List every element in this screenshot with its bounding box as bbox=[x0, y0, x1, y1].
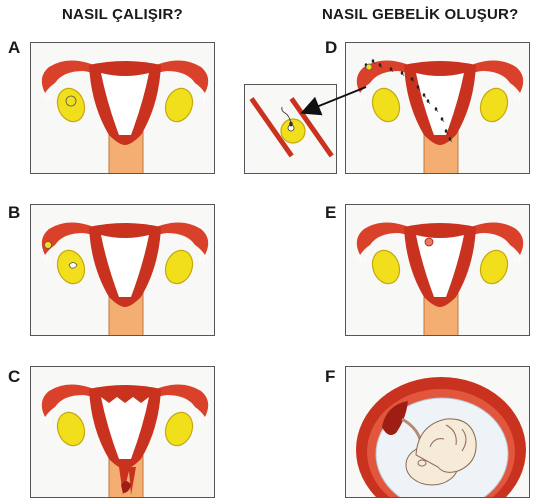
ovary-right bbox=[476, 85, 512, 126]
fertilization-zoom-inset bbox=[244, 84, 337, 174]
panel-label-e: E bbox=[325, 203, 336, 223]
fimbriae-left bbox=[41, 255, 50, 263]
ovary-left bbox=[53, 409, 89, 450]
fertilized-egg bbox=[425, 238, 433, 246]
ovary-left bbox=[368, 247, 404, 288]
panel-label-b: B bbox=[8, 203, 20, 223]
fimbriae-left bbox=[41, 93, 50, 101]
ovulating-egg bbox=[66, 96, 76, 106]
panel-label-c: C bbox=[8, 367, 20, 387]
ovary-right bbox=[476, 247, 512, 288]
panel-a-uterus-illustration bbox=[30, 42, 215, 174]
released-egg bbox=[45, 242, 52, 249]
fimbriae-right bbox=[515, 255, 524, 263]
fimbriae-left bbox=[356, 255, 365, 263]
panel-f-fetus-illustration bbox=[345, 366, 530, 498]
heading-how-it-works: NASIL ÇALIŞIR? bbox=[62, 6, 183, 23]
fimbriae-left bbox=[356, 93, 365, 101]
panel-label-a: A bbox=[8, 38, 20, 58]
egg-in-tube bbox=[366, 64, 372, 70]
ovary-right bbox=[161, 85, 197, 126]
ovary-left bbox=[368, 85, 404, 126]
fimbriae-right bbox=[515, 93, 524, 101]
egg-cell bbox=[281, 119, 305, 143]
fimbriae-right bbox=[200, 93, 209, 101]
panel-label-d: D bbox=[325, 38, 337, 58]
panel-c-uterus-illustration bbox=[30, 366, 215, 498]
fimbriae-right bbox=[200, 417, 209, 425]
ovary-right bbox=[161, 409, 197, 450]
heading-how-pregnancy-occurs: NASIL GEBELİK OLUŞUR? bbox=[322, 6, 518, 23]
panel-label-f: F bbox=[325, 367, 335, 387]
fimbriae-left bbox=[41, 417, 50, 425]
fimbriae-right bbox=[200, 255, 209, 263]
panel-e-uterus-illustration bbox=[345, 204, 530, 336]
ovary-right bbox=[161, 247, 197, 288]
panel-d-uterus-illustration bbox=[345, 42, 530, 174]
panel-b-uterus-illustration bbox=[30, 204, 215, 336]
